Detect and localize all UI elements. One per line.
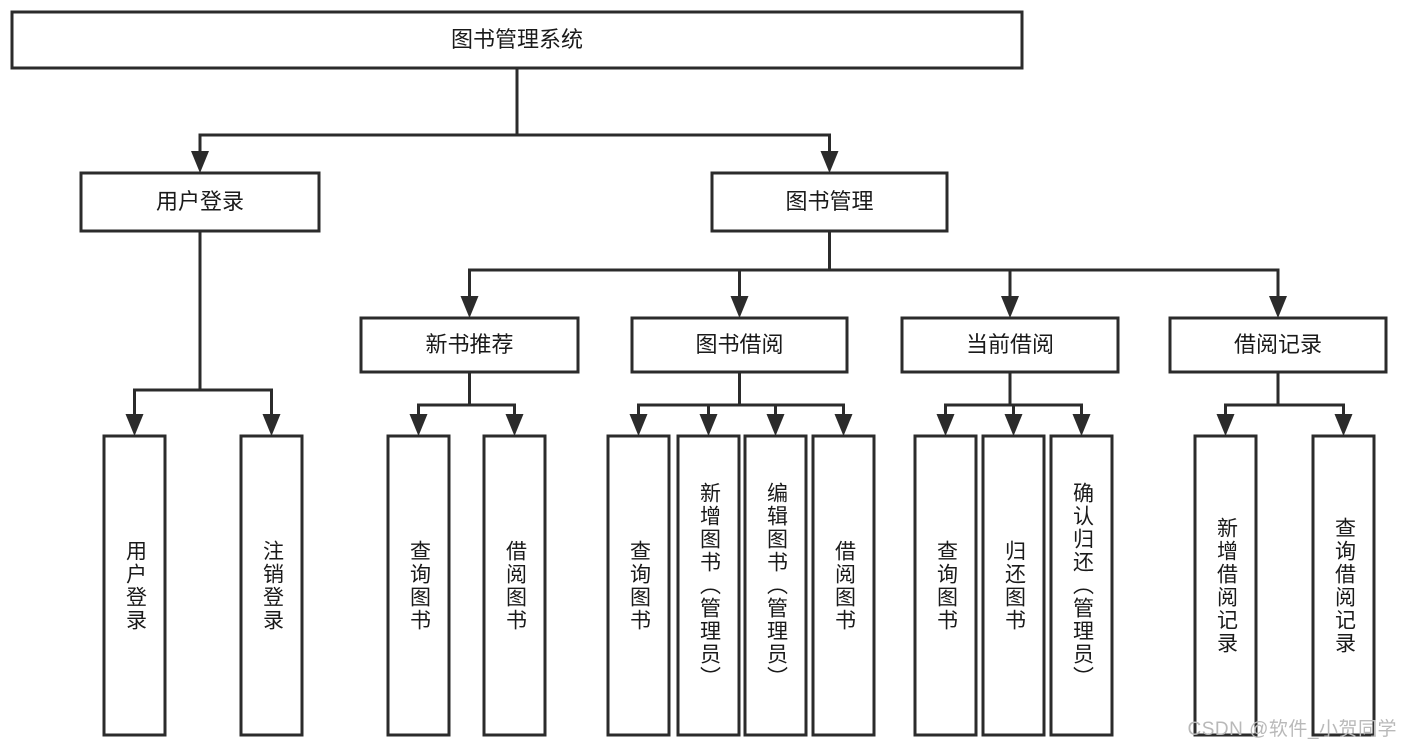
connector-current-borrow-to-leaf-query-book-current [944, 372, 1012, 417]
node-box-leaf-add-borrow-record[interactable] [1193, 434, 1258, 737]
connector-layer [125, 68, 1353, 436]
node-box-leaf-edit-book[interactable] [743, 434, 808, 737]
arrow-head-user-login [191, 151, 209, 173]
arrow-head-leaf-user-login [125, 414, 144, 436]
connector-current-borrow-to-leaf-confirm-return [1008, 372, 1083, 417]
node-label-user-login: 用户登录 [156, 189, 244, 214]
arrow-head-leaf-borrow-book-recommend [505, 414, 524, 436]
connector-book-manage-to-borrow-record [828, 231, 1280, 299]
node-box-leaf-query-book-recommend[interactable] [386, 434, 451, 737]
connector-borrow-record-to-leaf-query-borrow-record [1276, 372, 1345, 417]
connector-user-login-to-leaf-user-login [133, 231, 202, 417]
arrow-head-leaf-add-borrow-record [1216, 414, 1235, 436]
arrow-head-leaf-confirm-return [1072, 414, 1091, 436]
node-label-book-manage: 图书管理 [785, 189, 873, 214]
node-box-leaf-confirm-return[interactable] [1049, 434, 1114, 737]
node-box-leaf-borrow-book-recommend[interactable] [482, 434, 547, 737]
node-box-leaf-user-login[interactable] [102, 434, 167, 737]
connector-book-borrow-to-leaf-query-book-borrow [637, 372, 741, 417]
watermark-text: CSDN @软件_小贺同学 [1187, 719, 1397, 740]
node-box-leaf-add-book[interactable] [676, 434, 741, 737]
arrow-head-leaf-add-book [699, 414, 718, 436]
node-box-book-borrow[interactable] [630, 316, 849, 374]
arrow-head-leaf-edit-book [766, 414, 785, 436]
arrow-head-book-borrow [730, 296, 749, 318]
node-box-layer [10, 10, 1388, 737]
arrow-head-current-borrow [1001, 296, 1019, 318]
arrow-head-book-manage [820, 151, 839, 173]
node-box-leaf-query-book-borrow[interactable] [606, 434, 671, 737]
arrow-head-leaf-query-book-current [936, 414, 955, 436]
arrow-head-leaf-query-book-borrow [629, 414, 648, 436]
connector-book-manage-to-new-book-recommend [468, 231, 831, 299]
connector-book-borrow-to-leaf-add-book [707, 372, 741, 417]
connector-book-borrow-to-leaf-borrow-book [738, 372, 845, 417]
node-box-borrow-record[interactable] [1168, 316, 1388, 374]
node-box-leaf-return-book[interactable] [981, 434, 1046, 737]
node-label-borrow-record: 借阅记录 [1234, 332, 1322, 357]
connector-book-borrow-to-leaf-edit-book [738, 372, 777, 417]
arrow-head-leaf-query-borrow-record [1334, 414, 1353, 436]
connector-new-book-recommend-to-leaf-query-book-recommend [417, 372, 471, 417]
connector-book-manage-to-book-borrow [738, 231, 831, 299]
connector-user-login-to-leaf-logout-login [198, 231, 273, 417]
arrow-head-leaf-return-book [1004, 414, 1023, 436]
arrow-head-new-book-recommend [460, 296, 479, 318]
node-box-leaf-logout-login[interactable] [239, 434, 304, 737]
node-label-book-borrow: 图书借阅 [695, 332, 783, 357]
node-box-current-borrow[interactable] [900, 316, 1120, 374]
node-box-user-login[interactable] [79, 171, 321, 233]
node-box-new-book-recommend[interactable] [359, 316, 580, 374]
node-label-new-book-recommend: 新书推荐 [425, 332, 513, 357]
arrow-head-borrow-record [1269, 296, 1287, 318]
connector-root-to-book-manage [515, 68, 831, 154]
node-box-leaf-borrow-book[interactable] [811, 434, 876, 737]
arrow-head-leaf-query-book-recommend [409, 414, 428, 436]
connector-new-book-recommend-to-leaf-borrow-book-recommend [468, 372, 516, 417]
node-box-leaf-query-borrow-record[interactable] [1311, 434, 1376, 737]
arrow-head-leaf-borrow-book [834, 414, 853, 436]
node-label-current-borrow: 当前借阅 [966, 332, 1054, 357]
node-label-root: 图书管理系统 [451, 27, 583, 52]
node-box-root[interactable] [10, 10, 1024, 70]
connector-book-manage-to-current-borrow [828, 231, 1012, 299]
connector-root-to-user-login [198, 68, 519, 154]
node-box-book-manage[interactable] [710, 171, 949, 233]
connector-borrow-record-to-leaf-add-borrow-record [1224, 372, 1280, 417]
arrow-head-leaf-logout-login [262, 414, 281, 436]
node-box-leaf-query-book-current[interactable] [913, 434, 978, 737]
